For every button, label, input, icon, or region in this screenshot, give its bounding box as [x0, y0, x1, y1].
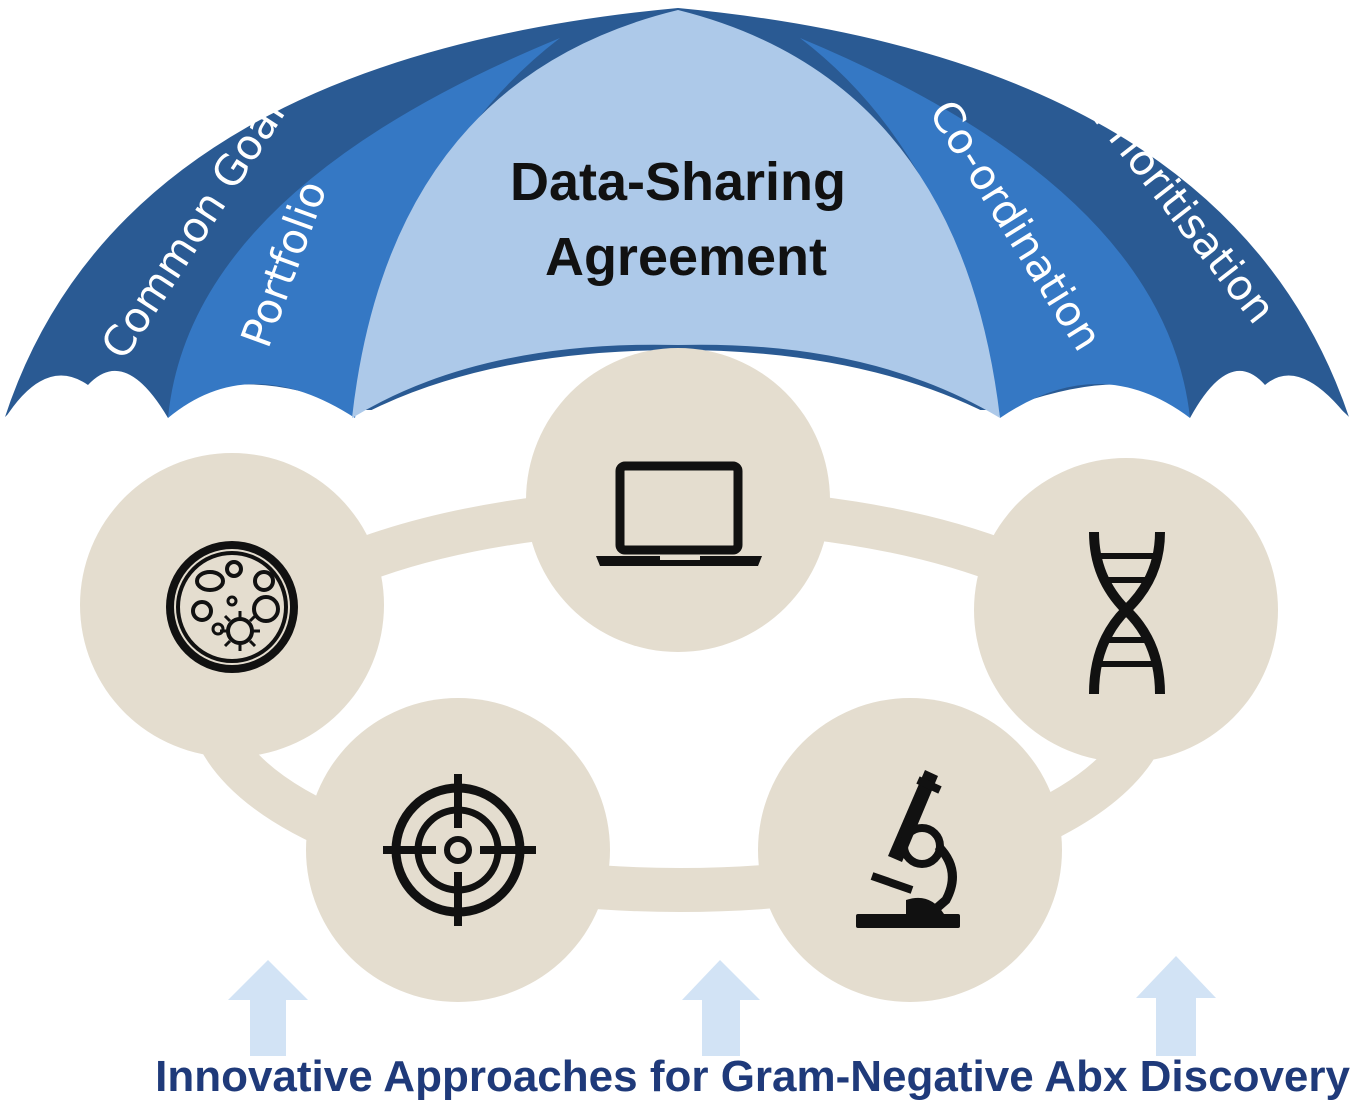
upward-arrows [228, 956, 1216, 1056]
footer-caption: Innovative Approaches for Gram-Negative … [155, 1052, 1350, 1101]
umbrella-mid-panel-left [168, 38, 560, 418]
upward-arrow-left [228, 960, 308, 1056]
cycle-node-target [306, 698, 610, 1002]
cycle-node-microscope [758, 698, 1062, 1002]
dna-icon [1089, 531, 1165, 695]
umbrella-mid-panel-right [800, 38, 1190, 418]
umbrella-center-panel [352, 10, 1000, 418]
center-title-line1: Data-Sharing [510, 152, 846, 212]
cycle-node-petri-dish [80, 453, 384, 757]
center-title-line2: Agreement [545, 227, 827, 287]
upward-arrow-right [1136, 956, 1216, 1056]
laptop-icon [596, 461, 762, 566]
target-icon [383, 774, 536, 926]
cycle-node-laptop [526, 348, 830, 652]
microscope-icon [856, 770, 960, 928]
petri-dish-icon [166, 541, 298, 673]
upward-arrow-center [682, 960, 760, 1056]
cycle-node-dna [974, 458, 1278, 762]
